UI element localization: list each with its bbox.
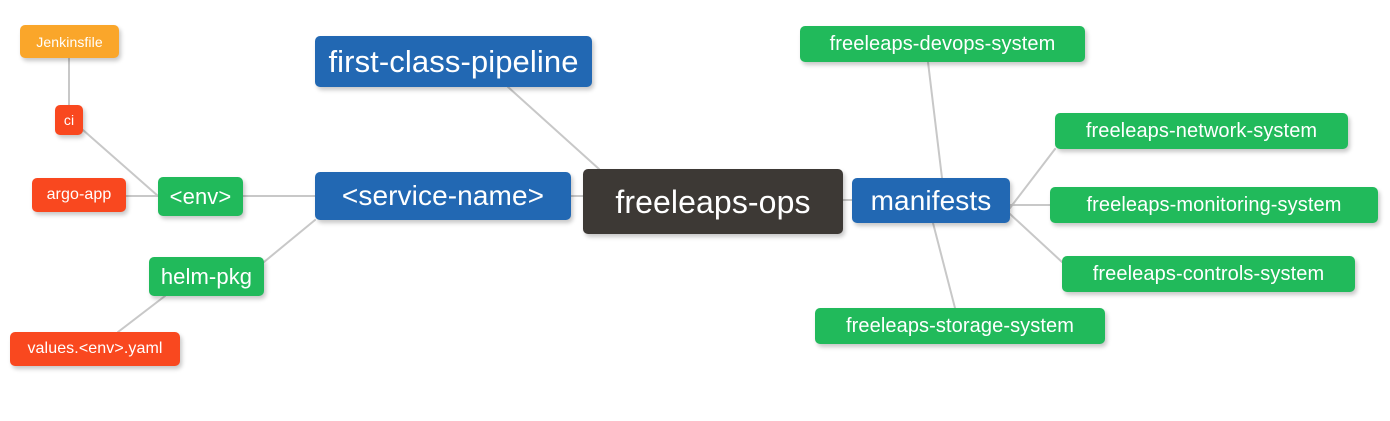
node-env[interactable]: <env> xyxy=(158,177,243,216)
node-values-yaml[interactable]: values.<env>.yaml xyxy=(10,332,180,366)
node-service-name[interactable]: <service-name> xyxy=(315,172,571,220)
node-jenkinsfile[interactable]: Jenkinsfile xyxy=(20,25,119,58)
node-label-service-name: <service-name> xyxy=(341,180,545,211)
node-label-freeleaps-controls-system: freeleaps-controls-system xyxy=(1092,263,1325,285)
node-label-values-yaml: values.<env>.yaml xyxy=(27,340,163,357)
node-freeleaps-monitoring-system[interactable]: freeleaps-monitoring-system xyxy=(1050,187,1378,223)
node-label-env: <env> xyxy=(169,183,232,209)
edge-values-yaml-to-helm-pkg xyxy=(117,295,166,333)
node-helm-pkg[interactable]: helm-pkg xyxy=(149,257,264,296)
node-label-freeleaps-devops-system: freeleaps-devops-system xyxy=(829,33,1056,55)
node-freeleaps-devops-system[interactable]: freeleaps-devops-system xyxy=(800,26,1085,62)
node-freeleaps-ops[interactable]: freeleaps-ops xyxy=(583,169,843,234)
node-ci[interactable]: ci xyxy=(55,105,83,135)
node-label-freeleaps-network-system: freeleaps-network-system xyxy=(1085,120,1318,142)
node-label-argo-app: argo-app xyxy=(46,186,112,203)
node-freeleaps-network-system[interactable]: freeleaps-network-system xyxy=(1055,113,1348,149)
node-label-freeleaps-ops: freeleaps-ops xyxy=(615,183,811,220)
edge-freeleaps-network-system-to-manifests xyxy=(1009,148,1056,209)
node-manifests[interactable]: manifests xyxy=(852,178,1010,223)
edge-helm-pkg-to-service-name xyxy=(263,219,316,263)
node-freeleaps-controls-system[interactable]: freeleaps-controls-system xyxy=(1062,256,1355,292)
edge-freeleaps-storage-system-to-manifests xyxy=(932,222,956,309)
node-label-freeleaps-storage-system: freeleaps-storage-system xyxy=(845,315,1075,337)
edge-freeleaps-devops-system-to-manifests xyxy=(927,61,943,179)
node-first-class-pipeline[interactable]: first-class-pipeline xyxy=(315,36,592,87)
node-label-manifests: manifests xyxy=(870,184,992,216)
node-freeleaps-storage-system[interactable]: freeleaps-storage-system xyxy=(815,308,1105,344)
edge-first-class-pipeline-to-freeleaps-ops xyxy=(507,86,600,170)
node-argo-app[interactable]: argo-app xyxy=(32,178,126,212)
node-label-freeleaps-monitoring-system: freeleaps-monitoring-system xyxy=(1086,194,1342,216)
node-label-first-class-pipeline: first-class-pipeline xyxy=(328,44,579,79)
node-label-jenkinsfile: Jenkinsfile xyxy=(36,33,103,50)
node-label-helm-pkg: helm-pkg xyxy=(160,263,253,289)
node-label-ci: ci xyxy=(63,112,75,128)
